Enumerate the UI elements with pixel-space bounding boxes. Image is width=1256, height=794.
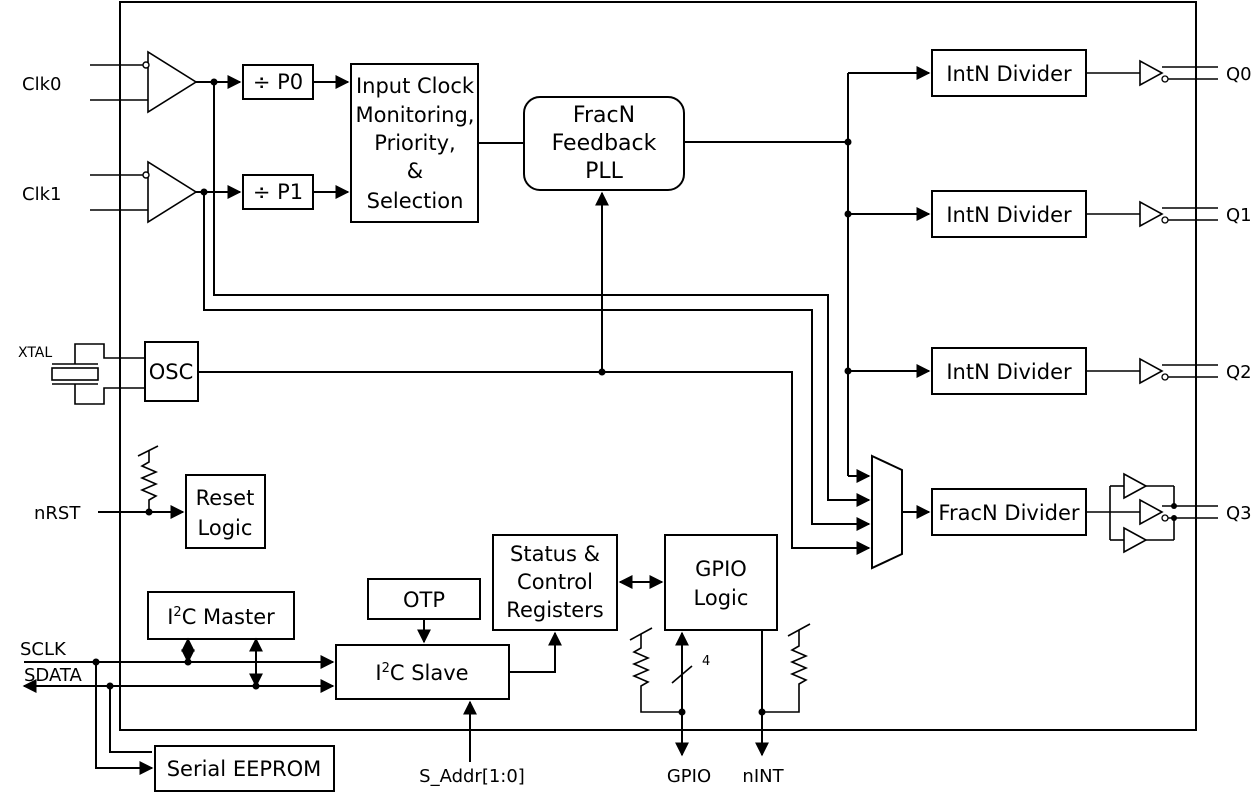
svg-text:Input Clock: Input Clock	[356, 74, 475, 98]
p1-divider	[242, 174, 314, 210]
svg-text:GPIO: GPIO	[695, 557, 747, 581]
fracn-divider	[931, 488, 1087, 536]
intn-divider-1-label: IntN Divider	[946, 203, 1072, 227]
gpio-pin-label: GPIO	[667, 766, 711, 787]
input-clock-monitoring-label: Input Clock Monitoring, Priority, & Sele…	[356, 74, 475, 213]
q2-pin-label: Q2	[1226, 362, 1252, 383]
osc-label: OSC	[149, 360, 194, 384]
svg-text:Registers: Registers	[506, 598, 603, 622]
status-control-registers-block	[492, 534, 618, 631]
serial-eeprom-label: Serial EEPROM	[167, 757, 322, 781]
p0-label: ÷ P0	[253, 70, 303, 94]
reset-logic-block	[185, 474, 266, 549]
sdata-pin-label: SDATA	[24, 665, 82, 686]
s-addr-pin-label: S_Addr[1:0]	[419, 766, 525, 787]
nint-pullup-resistor-icon	[762, 623, 811, 713]
svg-text:&: &	[407, 159, 423, 183]
i2c-master-label: I2C Master	[167, 605, 275, 629]
serial-eeprom-block	[154, 745, 335, 792]
q2-output-buffer	[1086, 357, 1218, 385]
q1-pin-label: Q1	[1226, 205, 1252, 226]
otp-label: OTP	[403, 588, 445, 612]
gpio-logic-label: GPIO Logic	[694, 557, 749, 610]
svg-text:Control: Control	[517, 570, 593, 594]
xtal-pin-label: XTAL	[18, 345, 52, 361]
output-mux	[871, 454, 903, 570]
gpio-bus-width-label: 4	[702, 654, 710, 669]
svg-text:FracN: FracN	[573, 103, 635, 128]
svg-text:Monitoring,: Monitoring,	[356, 103, 475, 127]
q1-output-buffer	[1086, 200, 1218, 228]
i2c-master-block	[147, 591, 295, 640]
nint-pin-label: nINT	[742, 766, 784, 787]
clk1-pin-label: Clk1	[22, 184, 61, 205]
status-control-registers-label: Status & Control Registers	[506, 542, 603, 622]
fracn-feedback-pll-label: FracN Feedback PLL	[552, 103, 657, 184]
nrst-pullup-resistor-icon	[137, 445, 159, 512]
p1-label: ÷ P1	[253, 180, 303, 204]
osc-block	[144, 341, 199, 402]
nrst-pin-label: nRST	[34, 503, 81, 524]
gpio-pullup-resistor-icon	[629, 627, 682, 713]
intn-divider-0-label: IntN Divider	[946, 62, 1072, 86]
q3-output-buffer	[1086, 472, 1218, 554]
svg-text:Reset: Reset	[196, 486, 255, 510]
i2c-slave-label: I2C Slave	[375, 661, 468, 685]
svg-text:PLL: PLL	[585, 159, 624, 184]
clk0-pin-label: Clk0	[22, 74, 61, 95]
clk0-input-buffer	[142, 50, 198, 114]
intn-divider-1	[931, 190, 1087, 238]
sclk-pin-label: SCLK	[20, 639, 67, 660]
i2c-slave-block	[335, 644, 510, 700]
fracn-divider-label: FracN Divider	[938, 501, 1080, 525]
crystal-icon	[51, 343, 145, 405]
svg-text:Selection: Selection	[367, 189, 464, 213]
svg-text:Logic: Logic	[694, 586, 749, 610]
svg-text:Logic: Logic	[198, 516, 253, 540]
p0-divider	[242, 64, 314, 100]
svg-text:Status &: Status &	[510, 542, 600, 566]
q0-output-buffer	[1086, 59, 1218, 87]
intn-divider-2-label: IntN Divider	[946, 360, 1072, 384]
q3-pin-label: Q3	[1226, 503, 1252, 524]
gpio-logic-block	[664, 534, 778, 631]
q0-pin-label: Q0	[1226, 64, 1252, 85]
svg-text:Feedback: Feedback	[552, 131, 657, 156]
chip-outline	[119, 1, 1197, 731]
svg-text:Priority,: Priority,	[374, 131, 455, 155]
clk1-input-buffer	[142, 160, 198, 224]
reset-logic-label: Reset Logic	[196, 486, 255, 540]
